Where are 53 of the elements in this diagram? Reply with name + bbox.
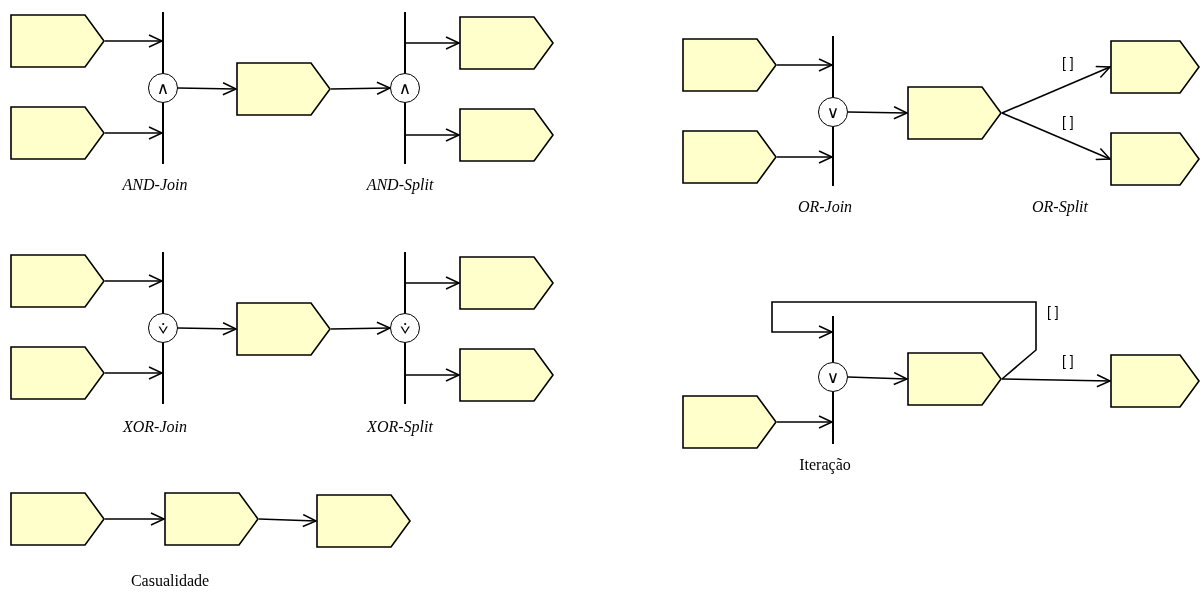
arrow — [330, 81, 391, 95]
caption: Iteração — [799, 456, 851, 474]
arrow — [847, 371, 908, 386]
arrow — [104, 366, 163, 380]
caption: OR-Join — [797, 198, 853, 216]
arrow — [177, 322, 237, 336]
edge-label: [ ] — [1046, 305, 1060, 321]
arrow — [258, 513, 317, 528]
arrow — [776, 150, 833, 164]
arrow — [771, 301, 1037, 380]
edge-label: [ ] — [1061, 115, 1075, 131]
connector-bar — [404, 252, 406, 313]
connector-bar — [832, 392, 834, 444]
arrow — [404, 128, 460, 142]
connector-bar — [832, 316, 834, 362]
arrow — [104, 126, 163, 140]
operator-circle: ⩒ — [390, 313, 420, 343]
edge-label: [ ] — [1061, 56, 1075, 72]
connector-bar — [832, 127, 834, 186]
caption: OR-Split — [1032, 198, 1088, 216]
arrow — [330, 321, 391, 335]
connector-bar — [404, 343, 406, 404]
arrow — [177, 82, 237, 96]
connector-bar — [162, 252, 164, 313]
operator-circle: ⩒ — [148, 313, 178, 343]
arrow — [404, 276, 460, 290]
caption: Casualidade — [130, 572, 210, 590]
arrow — [104, 34, 163, 48]
connector-bar — [162, 343, 164, 404]
caption: XOR-Split — [367, 418, 433, 436]
operator-circle: ∨ — [818, 97, 848, 127]
operator-circle: ∧ — [148, 73, 178, 103]
caption: XOR-Join — [123, 418, 187, 436]
arrow — [847, 106, 908, 120]
arrow — [404, 368, 460, 382]
connector-bar — [162, 12, 164, 73]
arrow — [776, 58, 833, 72]
arrow — [1001, 112, 1111, 161]
arrow — [104, 512, 165, 526]
operator-circle: ∨ — [818, 362, 848, 392]
arrow — [104, 274, 163, 288]
connector-bar — [162, 103, 164, 164]
arrow — [1001, 374, 1111, 388]
edge-label: [ ] — [1061, 354, 1075, 370]
arrow — [776, 415, 833, 429]
caption: AND-Join — [122, 176, 188, 194]
caption: AND-Split — [366, 176, 434, 194]
operator-circle: ∧ — [390, 73, 420, 103]
connector-bar — [404, 103, 406, 164]
connector-bar — [404, 12, 406, 73]
arrow — [1001, 65, 1111, 114]
arrow — [404, 36, 460, 50]
connector-bar — [832, 36, 834, 97]
